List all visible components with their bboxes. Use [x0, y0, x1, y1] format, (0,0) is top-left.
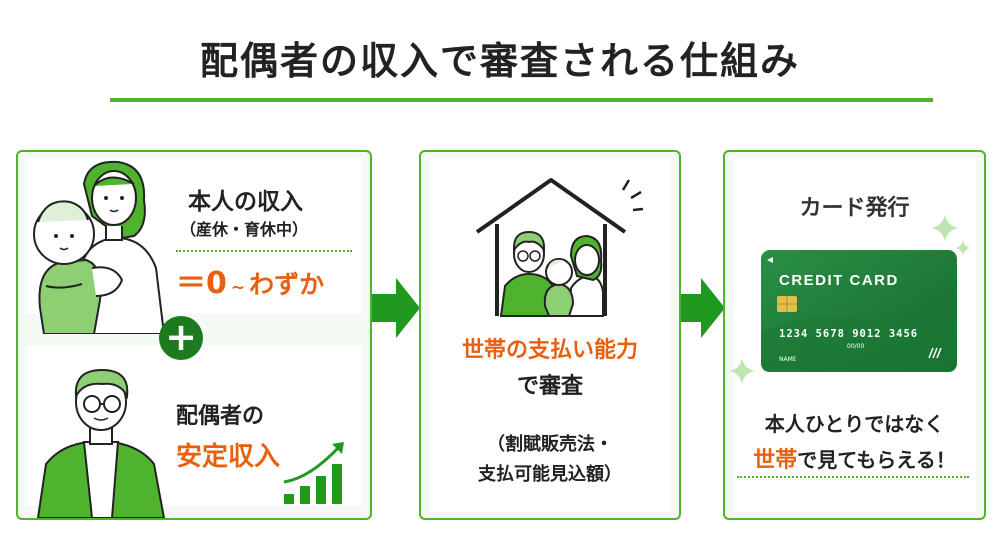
self-income-note: （産休・育休中） — [180, 220, 309, 239]
family-house-illustration — [475, 178, 643, 317]
father-illustration — [36, 368, 166, 518]
dotted-divider — [176, 250, 352, 252]
household-review-panel: 世帯の支払い能力 で審査 （割賦販売法・ 支払可能見込額） — [419, 150, 681, 520]
arrow-right-icon — [372, 278, 420, 338]
zero-value: ＝0 — [176, 266, 227, 301]
spouse-income-label: 配偶者の — [176, 404, 265, 429]
sparkle-icon — [931, 214, 971, 256]
income-panel: 本人の収入 （産休・育休中） ＝0~わずか + 配偶者の 安定収入 — [16, 150, 372, 520]
card-name: NAME — [779, 356, 797, 363]
message-line2: 世帯で見てもらえる！ — [725, 442, 984, 474]
law-note-line1: （割賦販売法・ — [487, 434, 613, 455]
arrow-right-icon — [679, 278, 725, 338]
title-underline — [110, 98, 933, 102]
household-highlight: 世帯 — [753, 448, 798, 473]
card-issue-panel: カード発行 CREDIT CARD 1234 5678 9012 3456 00… — [723, 150, 986, 520]
page-title: 配偶者の収入で審査される仕組み — [199, 39, 800, 83]
dotted-divider — [737, 476, 969, 478]
sparkle-icon — [729, 358, 755, 384]
plus-icon — [159, 316, 203, 360]
household-ability-label: 世帯の支払い能力 — [461, 338, 638, 363]
plus-sign: + — [165, 315, 197, 359]
mother-baby-illustration — [33, 160, 166, 334]
message-line2-rest: で見てもらえる！ — [797, 448, 956, 472]
credit-card — [761, 250, 957, 372]
spouse-income-value: 安定収入 — [176, 442, 281, 472]
card-number: 1234 5678 9012 3456 — [779, 328, 919, 340]
slight-amount: わずか — [249, 270, 325, 299]
card-brand: CREDIT CARD — [779, 272, 899, 289]
review-section — [429, 158, 671, 512]
tilde: ~ — [230, 278, 246, 298]
review-label: で審査 — [516, 374, 583, 399]
growth-chart-icon — [283, 442, 344, 504]
message-line1: 本人ひとりではなく — [764, 412, 945, 436]
self-income-label: 本人の収入 — [188, 189, 303, 215]
self-income-value: ＝0~わずか — [176, 258, 324, 302]
card-issue-heading: カード発行 — [799, 196, 910, 221]
card-expiry: 00/00 — [847, 343, 865, 350]
law-note-line2: 支払可能見込額） — [478, 464, 622, 485]
